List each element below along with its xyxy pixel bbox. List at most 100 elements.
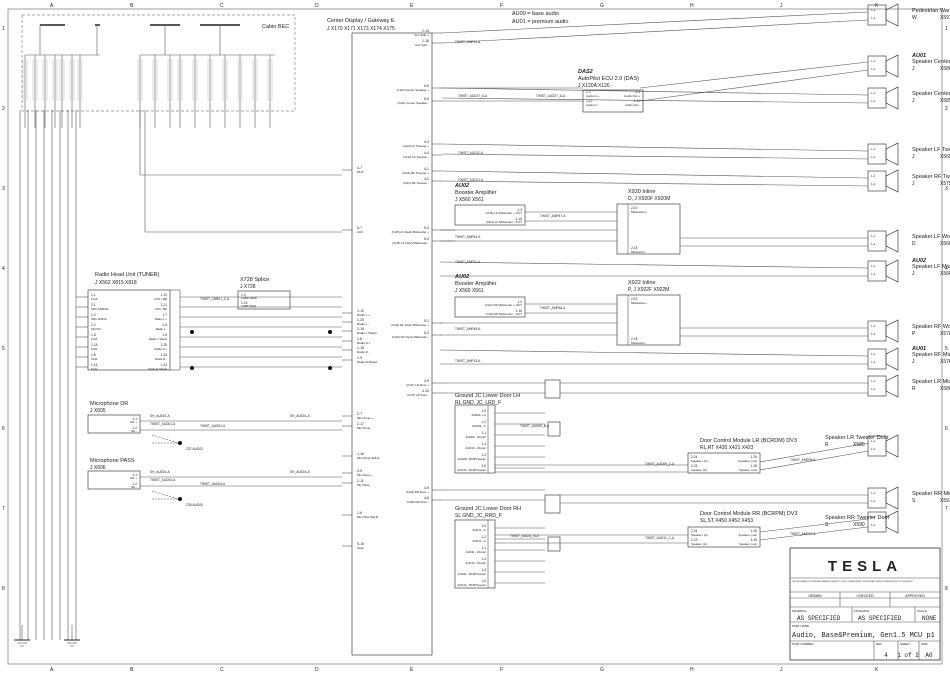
speaker-name: Speaker RF Woofer Door [912, 324, 950, 330]
column-marker: B [130, 3, 134, 9]
fuse-label [69, 59, 75, 101]
disclaimer-text: THE INFORMATION CONTAINED HEREIN IS SUBJ… [792, 580, 914, 583]
speaker-name: Speaker LR Mid-Bass Door [912, 379, 950, 385]
fuse-label [237, 59, 243, 101]
variant-badge: AU02 [911, 258, 926, 264]
wire [441, 19, 869, 44]
speaker-name: Speaker LF Mid Dash [912, 264, 950, 270]
ground-symbol [64, 625, 80, 647]
pin-number: 2-1 [91, 303, 96, 307]
pin-label: Radio R Shield [357, 360, 377, 364]
pin-label: Speaker+ (out) [738, 459, 757, 463]
pin-label: Mic - [131, 485, 137, 489]
speaker-icon [885, 54, 899, 78]
speaker-name: Speaker RR Tweeter Door [825, 515, 890, 521]
wire [441, 87, 869, 96]
pin-number: 1-14 [422, 29, 429, 33]
legend-au00: AU00 = base audio [512, 11, 559, 17]
pin-number: 1-2 [132, 482, 137, 486]
pin-label: Midwoofer+ [631, 301, 647, 305]
pin-label: (CH8) RR Door - [407, 500, 429, 504]
pin-number: 1-1 [635, 90, 640, 94]
speaker-connector-id: X590 [853, 522, 865, 528]
wire-harness-label: TWIST_AUD11_B-A [510, 534, 540, 538]
pin-number: 1-24 [161, 353, 168, 357]
row-marker: 5 [945, 346, 948, 352]
pin-number: 1-25 [161, 343, 168, 347]
speaker-name: Speaker LF Tweeter A-Pillar [912, 147, 950, 153]
pin-number: 1-18 [91, 343, 98, 347]
pin-label: Mic Pass + [357, 473, 372, 477]
speaker-connector-id: X576 [940, 359, 950, 365]
wire-harness-label: TWIST_AMP45-A [455, 327, 481, 331]
pin-number: 5-5 [424, 84, 429, 88]
pin-label: Midwoofer- [631, 341, 646, 345]
pin-number: 1-8 [91, 333, 96, 337]
pin-number: 1-8 [357, 337, 362, 341]
microphone-box [87, 414, 141, 434]
column-marker: F [500, 3, 503, 9]
splice-label: Z37-AUD03 [186, 447, 203, 451]
wire-harness-label: TWIST_AUD01-A [150, 422, 176, 426]
row-marker: 3 [2, 186, 5, 192]
wire-harness-label: TWIST_AUD04-A [150, 478, 176, 482]
pin-label: (CH3) LF Tweeter - [403, 155, 429, 159]
component-title: Booster Amplifier [455, 281, 497, 287]
pin-number: 1-2 [871, 155, 876, 159]
wire-harness-label: TWIST_AMP11-A [455, 40, 481, 44]
pin-number: 4-4 [424, 151, 429, 155]
fuse-label [192, 59, 198, 101]
wire [151, 434, 179, 444]
pin-label: AUD12 - Woofer [466, 561, 487, 565]
variant-badge: AU02 [454, 274, 469, 280]
splice-label: Z38-AUD05 [186, 503, 203, 507]
size-value: A0 [925, 652, 933, 659]
inline-box [616, 294, 681, 346]
pin-label: KL15 [91, 297, 98, 301]
part-name-label: PART NAME [792, 624, 809, 628]
speaker-icon [885, 229, 899, 253]
pin-label: SIN FM [91, 327, 101, 331]
pin-label: KL31 [91, 367, 98, 371]
speaker-location: J [912, 181, 915, 187]
wire [759, 450, 869, 471]
pin-label: Audio In + [586, 94, 600, 98]
pin-label: Audio Out + [624, 94, 640, 98]
wire-harness-label: TWIST_AMP47-A [540, 214, 566, 218]
component-connectors: J X560 X561 [455, 197, 484, 203]
scale-value: NONE [922, 615, 937, 622]
component-title: AutoPilot ECU 2.0 (DAS) [578, 76, 639, 82]
pin-number: 1-1 [871, 439, 876, 443]
component-connectors: J X170 X171 X173 X174 X175 [327, 26, 395, 32]
speaker-location: J [912, 66, 915, 72]
wire [639, 69, 869, 102]
pin-label: Radio L - [156, 327, 167, 331]
component-connectors: SL GND_JC_RRD_F [455, 513, 502, 519]
row-marker: 4 [945, 266, 948, 272]
approved-label: APPROVED [905, 594, 925, 598]
row-marker: 8 [2, 586, 5, 592]
pin-number: 1-1 [132, 417, 137, 421]
checked-label: CHECKED [856, 594, 874, 598]
wire-harness-label: TWIST_AMP48-A [540, 306, 566, 310]
rev-label: REV [876, 642, 882, 646]
ground-symbol [14, 625, 30, 647]
speaker-connector-id: X568 [940, 241, 950, 247]
pin-number: 1-15 [516, 217, 523, 221]
pin-number: 1-2 [871, 332, 876, 336]
speaker-icon [885, 142, 899, 166]
pin-number: 1-1 [871, 234, 876, 238]
pin-label: (CH3) LF Midwoofer - OUT [486, 220, 522, 224]
column-marker: F [500, 667, 503, 673]
fuse-label [137, 59, 143, 101]
pin-label: Midwoofer- [631, 250, 646, 254]
pin-number: 2-23 [691, 464, 698, 468]
shield-label: SH_AUD04-A [290, 470, 311, 474]
speaker-name: Pedestrian Warning Speaker (PWS) [912, 8, 950, 14]
